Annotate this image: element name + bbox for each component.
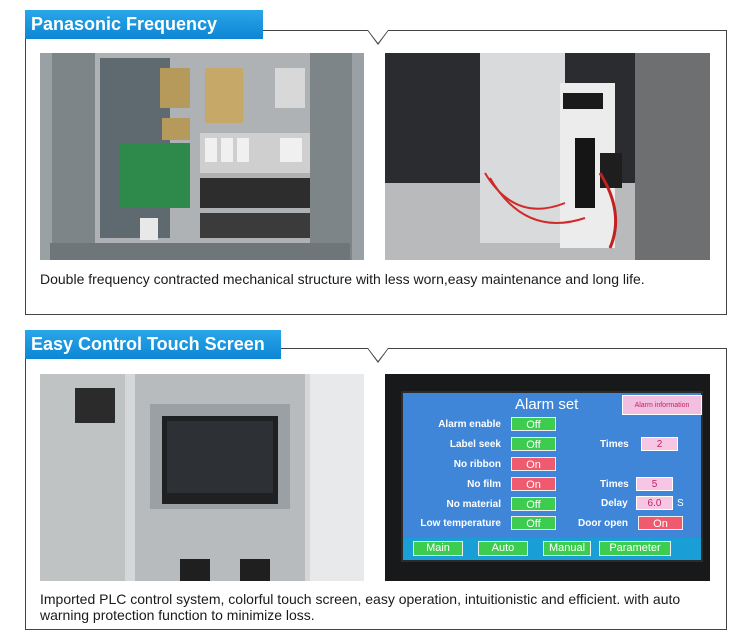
section-caption: Imported PLC control system, colorful to…: [40, 591, 681, 623]
section-title: Easy Control Touch Screen: [25, 330, 281, 359]
panel-notch-inner: [368, 348, 388, 361]
no-film-toggle[interactable]: On: [511, 477, 556, 491]
photo-electrical-cabinet: [40, 53, 364, 260]
hmi-nav-main[interactable]: Main: [413, 541, 463, 556]
cabinet-illustration: [40, 53, 364, 260]
photo-hmi-screen: Alarm set Alarm information Alarm enable…: [385, 374, 710, 581]
panel-notch-inner: [368, 30, 388, 43]
hmi-label-no-film: No film: [467, 479, 501, 490]
machine-illustration: [40, 374, 364, 581]
hmi-label-label-seek: Label seek: [449, 439, 501, 450]
hmi-label-times-1: Times: [600, 439, 629, 450]
no-material-toggle[interactable]: Off: [511, 497, 556, 511]
label-seek-toggle[interactable]: Off: [511, 437, 556, 451]
no-film-times-value[interactable]: 5: [636, 477, 673, 491]
photo-servo-drive: [385, 53, 710, 260]
section-title: Panasonic Frequency: [25, 10, 263, 39]
hmi-label-door-open: Door open: [578, 518, 628, 529]
hmi-nav-manual[interactable]: Manual: [543, 541, 591, 556]
hmi-nav-auto[interactable]: Auto: [478, 541, 528, 556]
delay-unit: S: [677, 498, 684, 509]
hmi-label-low-temperature: Low temperature: [420, 518, 501, 529]
door-open-toggle[interactable]: On: [638, 516, 683, 530]
hmi-title: Alarm set: [515, 396, 579, 413]
alarm-enable-toggle[interactable]: Off: [511, 417, 556, 431]
hmi-nav-bar: Main Auto Manual Parameter: [403, 538, 701, 560]
no-ribbon-toggle[interactable]: On: [511, 457, 556, 471]
hmi-label-no-material: No material: [446, 499, 501, 510]
alarm-information-button[interactable]: Alarm information: [622, 395, 702, 415]
hmi-label-no-ribbon: No ribbon: [453, 459, 501, 470]
hmi-nav-parameter[interactable]: Parameter: [599, 541, 671, 556]
servo-illustration: [385, 53, 710, 260]
label-seek-times-value[interactable]: 2: [641, 437, 678, 451]
photo-machine-touchscreen: [40, 374, 364, 581]
hmi-label-delay: Delay: [601, 498, 628, 509]
delay-value[interactable]: 6.0: [636, 496, 673, 510]
hmi-alarm-set-screen: Alarm set Alarm information Alarm enable…: [401, 391, 703, 562]
low-temperature-toggle[interactable]: Off: [511, 516, 556, 530]
section-caption: Double frequency contracted mechanical s…: [40, 271, 645, 287]
hmi-label-times-2: Times: [600, 479, 629, 490]
hmi-label-alarm-enable: Alarm enable: [438, 419, 501, 430]
